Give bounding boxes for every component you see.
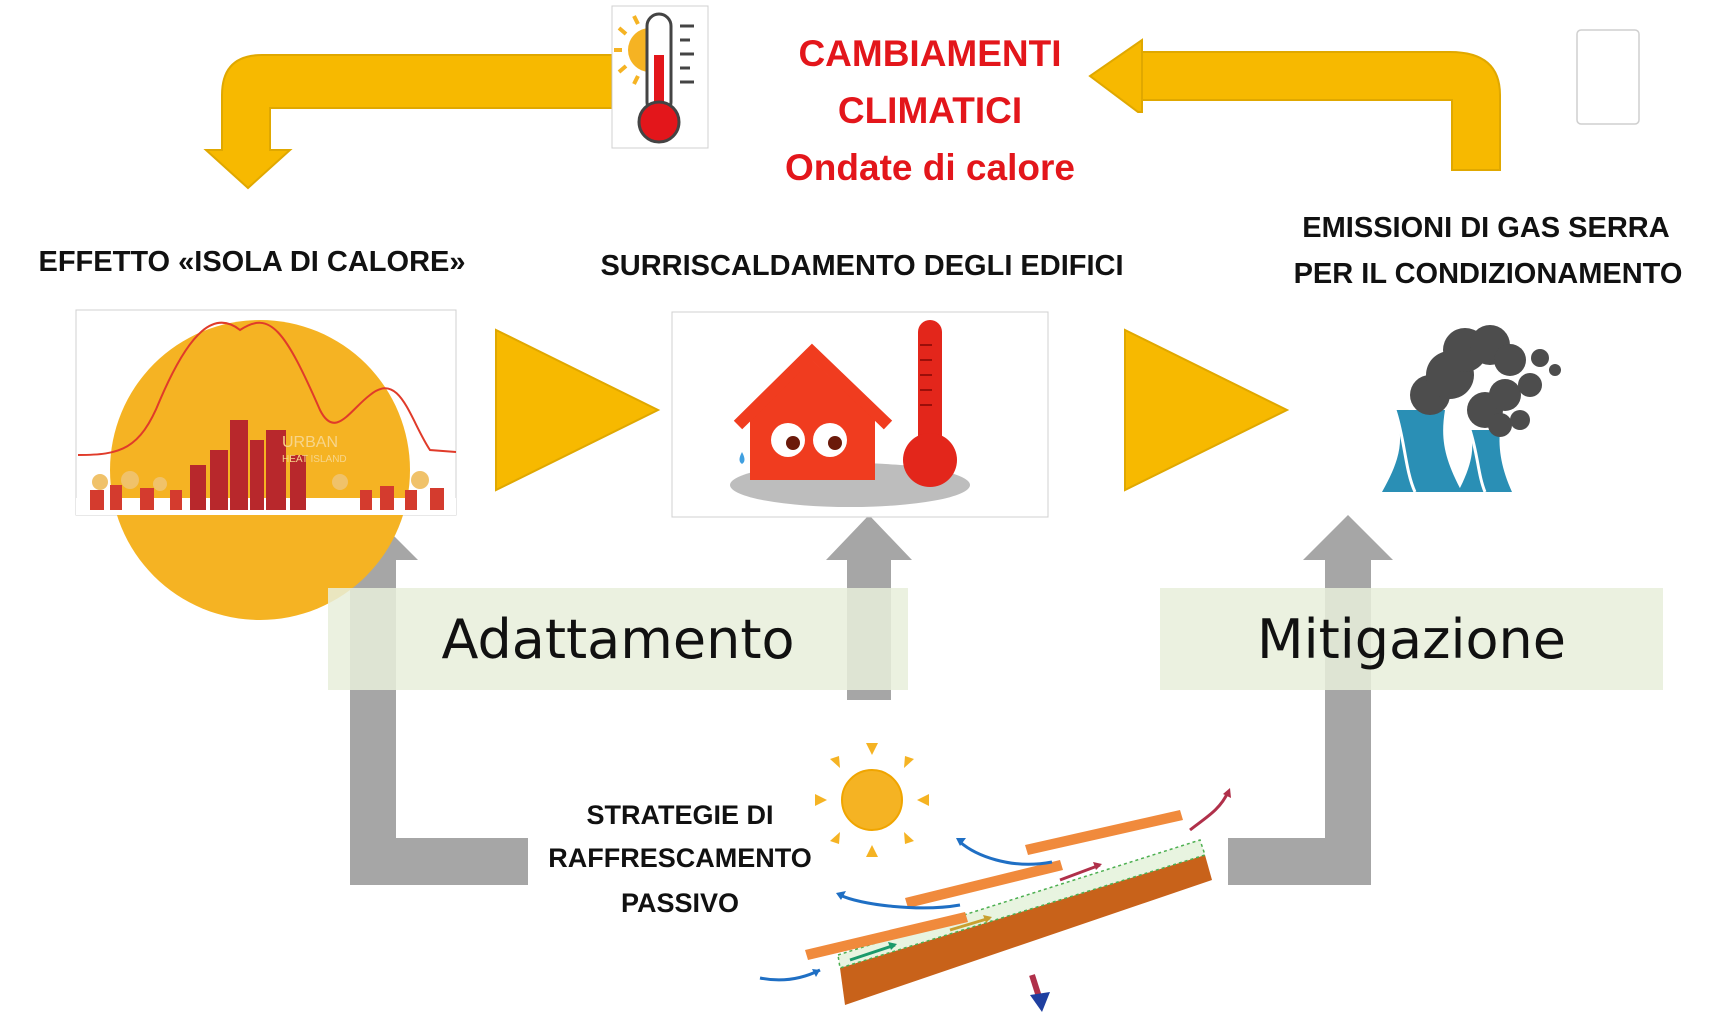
- strategy-line-2: RAFFRESCAMENTO: [548, 843, 812, 873]
- feedback-arrow-right: [1088, 38, 1501, 171]
- emissions-label-line-2: PER IL CONDIZIONAMENTO: [1293, 258, 1683, 290]
- roof-section-icon: [759, 788, 1231, 1012]
- sun-icon: [815, 743, 929, 857]
- adaptation-label: Adattamento: [441, 608, 795, 671]
- heat-island-image: [75, 309, 457, 620]
- flow-arrow-2: [1124, 328, 1290, 492]
- title-line-2: CLIMATICI: [837, 90, 1023, 131]
- power-plant-smoke-icon: [1382, 325, 1561, 493]
- feedback-arrow-left: [203, 54, 613, 190]
- urban-text: URBAN: [282, 434, 339, 451]
- title-line-3: Ondate di calore: [785, 147, 1075, 188]
- diagram-title: CAMBIAMENTI CLIMATICI Ondate di calore: [720, 25, 1140, 196]
- mitigation-label: Mitigazione: [1257, 608, 1566, 671]
- adaptation-box: [328, 588, 908, 690]
- mitigation-box: [1160, 588, 1663, 690]
- house-thermometer-icon: [671, 311, 1049, 518]
- flow-arrow-1: [495, 328, 661, 492]
- overheating-label: SURRISCALDAMENTO DEGLI EDIFICI: [600, 250, 1124, 282]
- strategy-line-3: PASSIVO: [620, 888, 740, 918]
- title-line-1: CAMBIAMENTI: [798, 33, 1062, 74]
- strategy-line-1: STRATEGIE DI: [586, 800, 774, 830]
- heat-island-text: HEAT ISLAND: [282, 454, 347, 465]
- mitigation-arrow: [1228, 515, 1393, 885]
- emissions-label-line-1: EMISSIONI DI GAS SERRA: [1302, 212, 1670, 244]
- blank-tile: [1576, 29, 1640, 125]
- thermometer-sun-icon: [611, 5, 709, 149]
- heat-island-label: EFFETTO «ISOLA DI CALORE»: [38, 246, 466, 278]
